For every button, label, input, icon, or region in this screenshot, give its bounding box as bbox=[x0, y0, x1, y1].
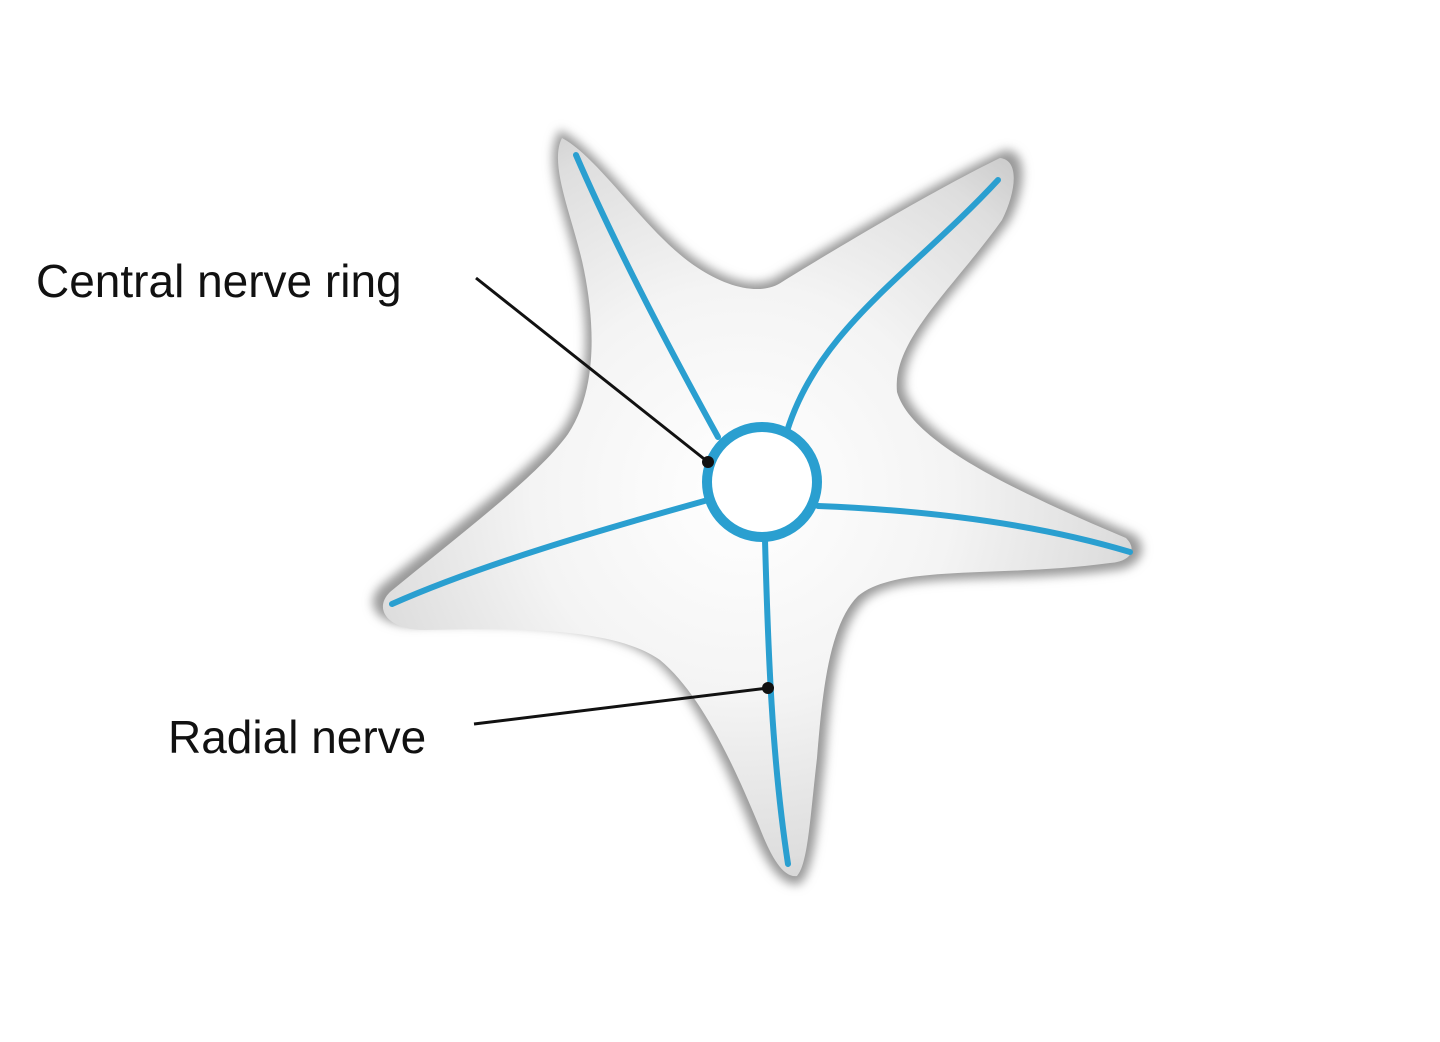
radial-nerve-leader-line bbox=[473, 686, 769, 726]
radial-nerve-bottom-arm bbox=[762, 537, 791, 867]
central-nerve-ring-leader-line bbox=[475, 276, 709, 464]
radial-nerves bbox=[389, 152, 1133, 867]
central-nerve-ring-label: Central nerve ring bbox=[36, 255, 402, 307]
radial-nerve-top-left-arm bbox=[573, 152, 721, 440]
central-nerve-ring-pointer-dot bbox=[702, 456, 714, 468]
radial-nerve-top-right-arm bbox=[782, 177, 1001, 441]
central-nerve-ring bbox=[702, 422, 822, 542]
radial-nerve-right-arm bbox=[815, 503, 1133, 555]
radial-nerve-label: Radial nerve bbox=[168, 711, 426, 763]
radial-nerve-pointer-dot bbox=[762, 682, 774, 694]
radial-nerve-left-arm bbox=[389, 497, 711, 607]
